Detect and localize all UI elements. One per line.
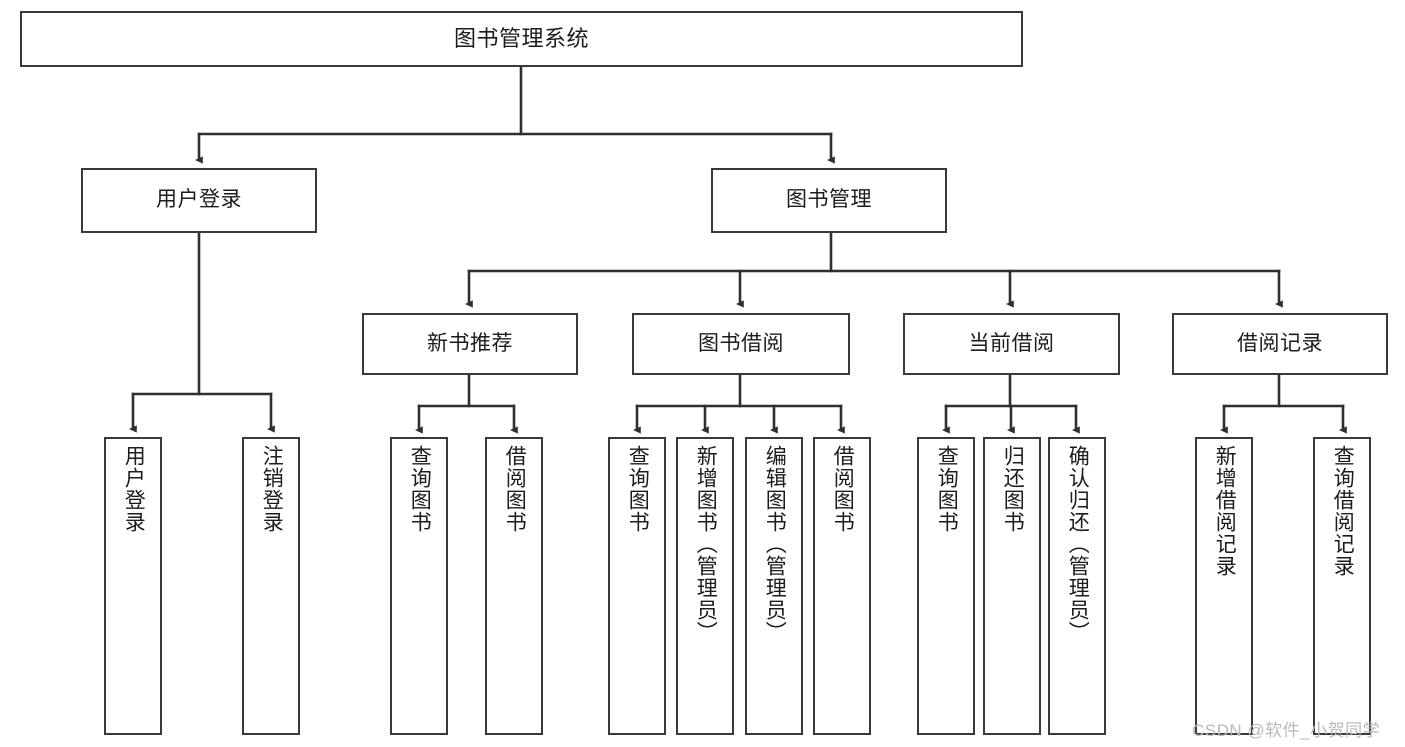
node-leaf-return-book[interactable]: 归还图书 — [983, 437, 1041, 735]
node-book-manage[interactable]: 图书管理 — [711, 168, 947, 233]
node-new-book-recommend[interactable]: 新书推荐 — [362, 313, 578, 375]
node-leaf-borrow-book-2[interactable]: 借阅图书 — [813, 437, 871, 735]
node-leaf-query-borrow-record-label: 查询借阅记录 — [1331, 445, 1355, 577]
node-leaf-borrow-book-1[interactable]: 借阅图书 — [485, 437, 543, 735]
node-leaf-query-book-2[interactable]: 查询图书 — [608, 437, 666, 735]
node-leaf-query-book-3-label: 查询图书 — [935, 445, 959, 533]
node-user-login-label: 用户登录 — [156, 188, 242, 212]
node-leaf-query-book-1[interactable]: 查询图书 — [390, 437, 448, 735]
node-leaf-add-book-admin[interactable]: 新增图书（管理员） — [676, 437, 734, 735]
node-leaf-user-login-label: 用户登录 — [122, 445, 146, 533]
node-root-system[interactable]: 图书管理系统 — [20, 11, 1023, 67]
csdn-watermark: CSDN @软件_小贺同学 — [1192, 721, 1381, 740]
node-leaf-user-login[interactable]: 用户登录 — [104, 437, 162, 735]
node-leaf-query-borrow-record[interactable]: 查询借阅记录 — [1313, 437, 1371, 735]
node-leaf-logout-login-label: 注销登录 — [260, 445, 284, 533]
node-leaf-edit-book-admin[interactable]: 编辑图书（管理员） — [745, 437, 803, 735]
node-current-borrow-label: 当前借阅 — [968, 331, 1055, 355]
node-leaf-borrow-book-1-label: 借阅图书 — [503, 445, 527, 533]
node-book-manage-label: 图书管理 — [786, 188, 872, 212]
node-leaf-logout-login[interactable]: 注销登录 — [242, 437, 300, 735]
node-book-borrow-label: 图书借阅 — [698, 331, 784, 355]
node-user-login[interactable]: 用户登录 — [81, 168, 317, 233]
node-borrow-record-label: 借阅记录 — [1237, 331, 1323, 355]
node-current-borrow[interactable]: 当前借阅 — [903, 313, 1120, 375]
node-leaf-add-borrow-record-label: 新增借阅记录 — [1213, 445, 1237, 577]
node-leaf-return-book-label: 归还图书 — [1001, 445, 1025, 533]
node-leaf-borrow-book-2-label: 借阅图书 — [831, 445, 855, 533]
node-leaf-confirm-return-admin[interactable]: 确认归还（管理员） — [1048, 437, 1106, 735]
node-leaf-add-book-admin-label: 新增图书（管理员） — [694, 445, 718, 643]
node-leaf-edit-book-admin-label: 编辑图书（管理员） — [763, 445, 787, 643]
node-root-system-label: 图书管理系统 — [453, 26, 589, 52]
node-leaf-add-borrow-record[interactable]: 新增借阅记录 — [1195, 437, 1253, 735]
node-leaf-confirm-return-admin-label: 确认归还（管理员） — [1066, 445, 1090, 643]
node-borrow-record[interactable]: 借阅记录 — [1172, 313, 1388, 375]
node-leaf-query-book-1-label: 查询图书 — [408, 445, 432, 533]
node-book-borrow[interactable]: 图书借阅 — [632, 313, 850, 375]
node-leaf-query-book-2-label: 查询图书 — [626, 445, 650, 533]
node-leaf-query-book-3[interactable]: 查询图书 — [917, 437, 975, 735]
node-new-book-recommend-label: 新书推荐 — [427, 331, 513, 355]
